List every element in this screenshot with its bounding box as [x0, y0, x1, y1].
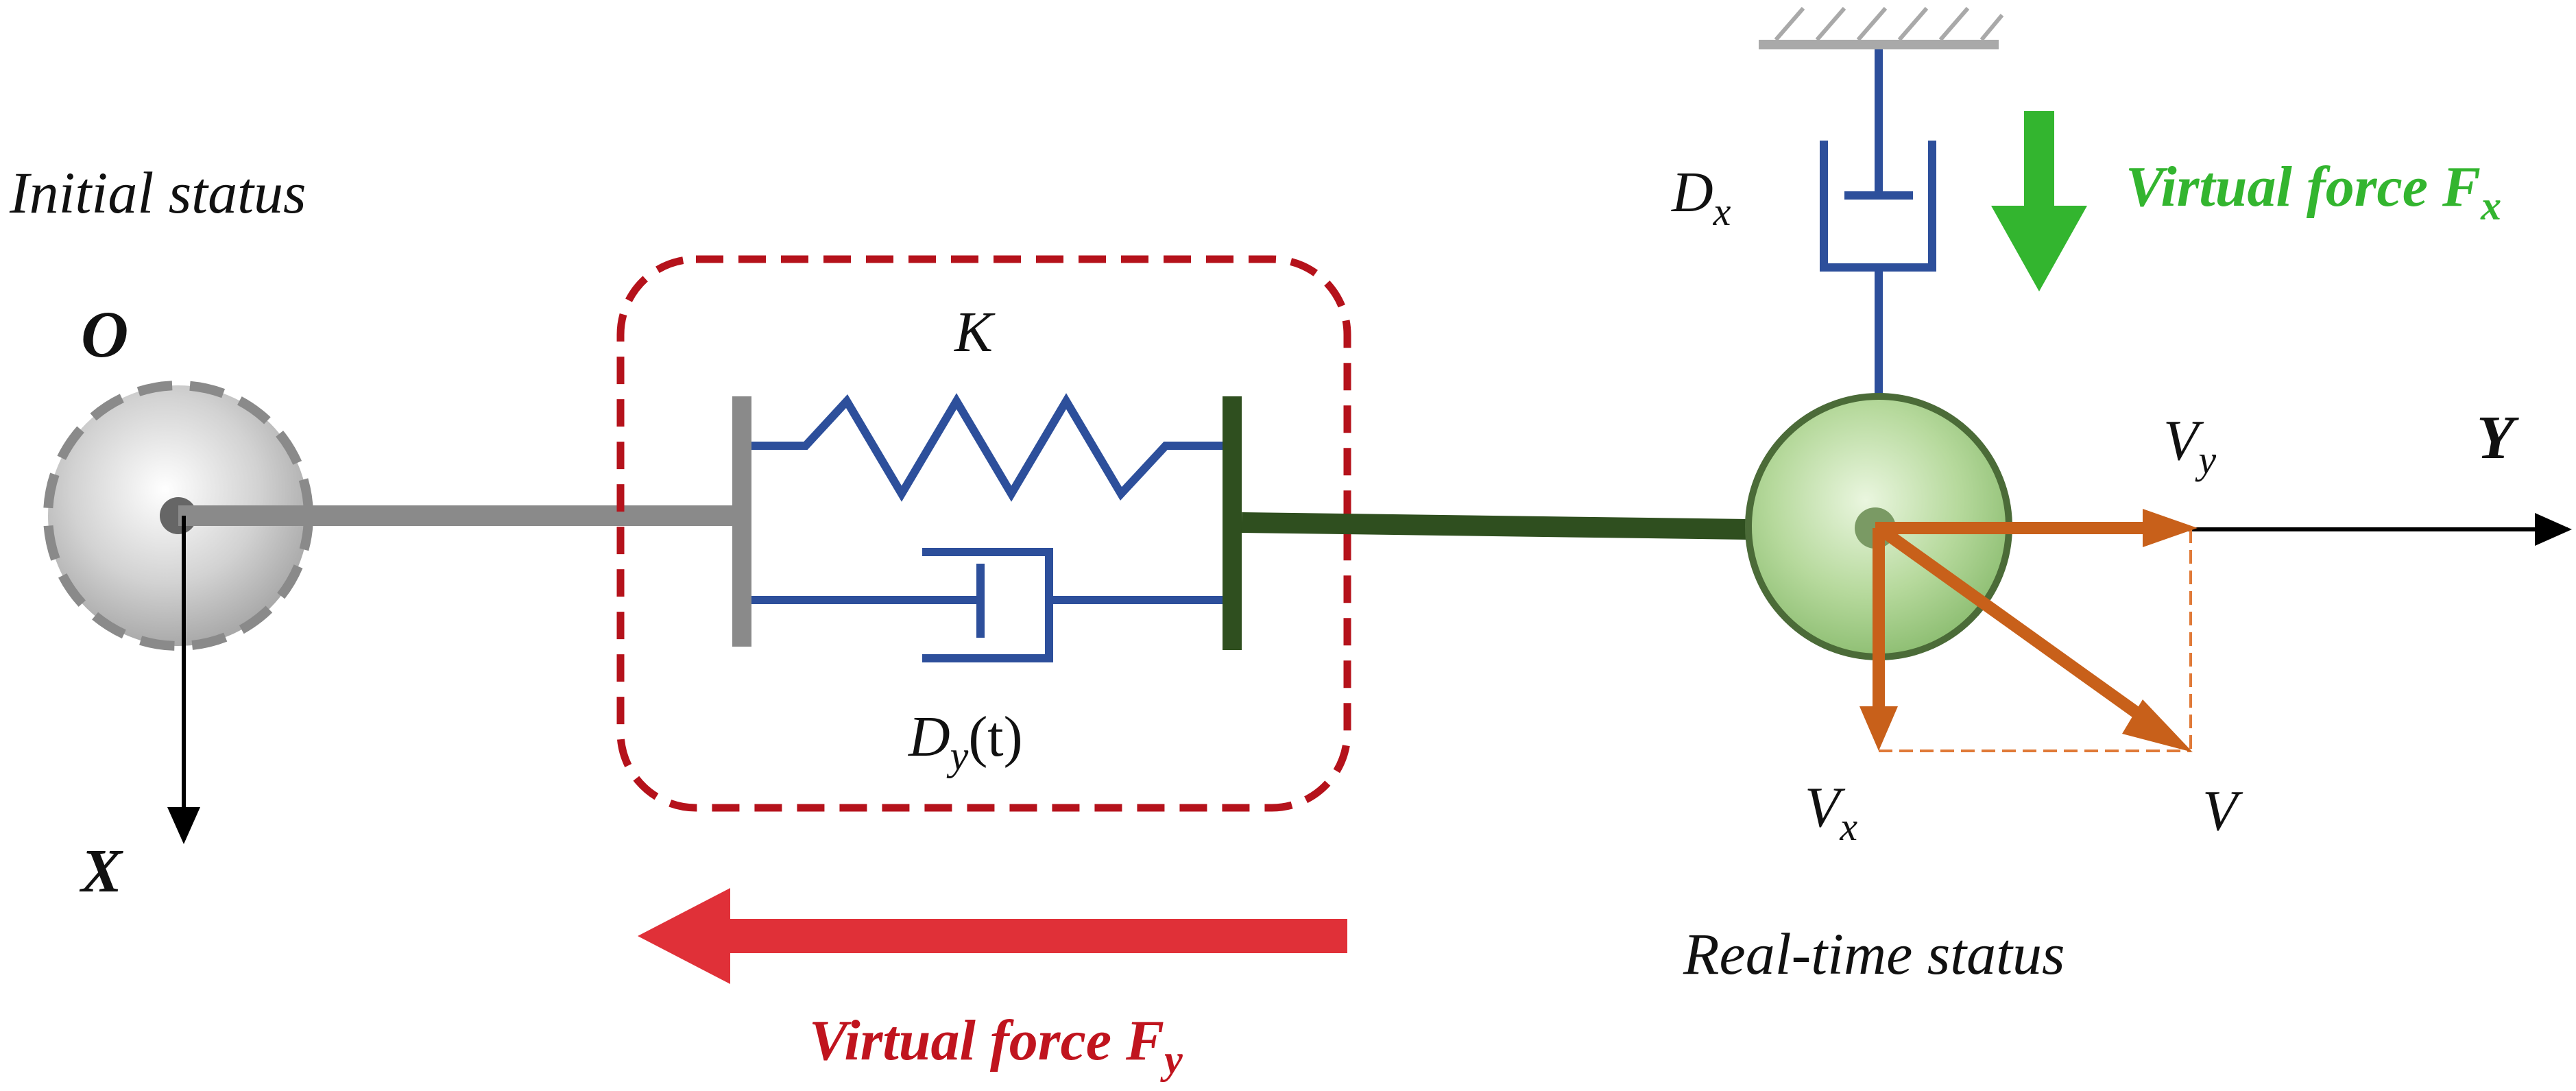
virtual-force-fx-label: Virtual force Fx: [2126, 155, 2501, 228]
y-axis-label: Y: [2477, 404, 2519, 472]
spring-label: K: [954, 300, 996, 364]
velocity-vectors: [1859, 509, 2198, 752]
right-plate: [1223, 396, 1242, 650]
damper-dx: [1820, 49, 1936, 398]
green-rod: [1241, 512, 1748, 540]
velocity-v-label: V: [2202, 779, 2243, 843]
left-plate: [732, 396, 751, 647]
damper-dx-label: Dx: [1671, 160, 1731, 234]
origin-label: O: [81, 298, 128, 371]
damper-dy-label: Dy(t): [908, 705, 1023, 778]
fixed-ground-hatch-icon: [1759, 7, 2004, 49]
x-axis-label: X: [79, 837, 123, 905]
virtual-force-fx-arrow: [1991, 111, 2087, 291]
spring-k: [751, 393, 1223, 502]
virtual-force-fy-arrow: [638, 888, 1347, 984]
realtime-status-label: Real-time status: [1683, 921, 2065, 987]
initial-status-label: Initial status: [9, 160, 306, 226]
virtual-force-fy-label: Virtual force Fy: [809, 1009, 1183, 1082]
damper-dy: [751, 548, 1223, 662]
velocity-vx-label: Vx: [1805, 776, 1857, 849]
velocity-vy-label: Vy: [2163, 409, 2216, 482]
